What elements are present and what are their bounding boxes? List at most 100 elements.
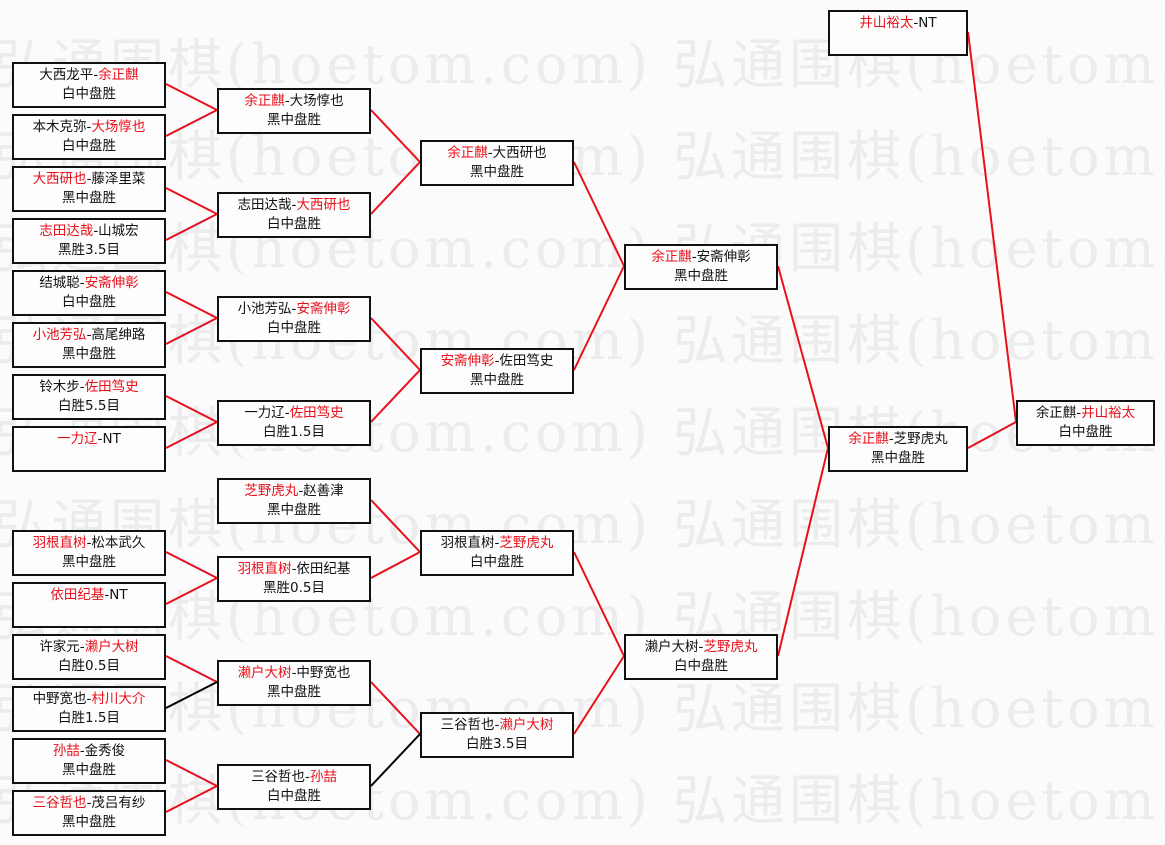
match-box: 羽根直树-芝野虎丸白中盘胜 bbox=[420, 530, 574, 576]
connector bbox=[370, 369, 421, 423]
match-result: 黑中盘胜 bbox=[267, 502, 321, 518]
winner-name: 井山裕太 bbox=[859, 15, 914, 31]
match-result: 白中盘胜 bbox=[267, 320, 321, 336]
watermark-text: 弘通围棋(hoetom.com) 弘通围棋(hoetom.com) bbox=[0, 769, 1165, 832]
connector bbox=[165, 759, 218, 787]
match-box: 余正麒-大西研也黑中盘胜 bbox=[420, 140, 574, 186]
winner-name: 一力辽 bbox=[57, 431, 98, 447]
winner-name: 濑户大树 bbox=[237, 665, 292, 681]
connector bbox=[967, 31, 1017, 423]
winner-name: 芝野虎丸 bbox=[499, 535, 554, 551]
player-name: 结城聪- bbox=[39, 275, 85, 291]
connector bbox=[165, 655, 218, 683]
match-box: 三谷哲也-濑户大树白胜3.5目 bbox=[420, 712, 574, 758]
match-result: 黑中盘胜 bbox=[62, 190, 116, 206]
match-result: 白胜3.5目 bbox=[466, 736, 528, 752]
match-players: 铃木步-佐田笃史 bbox=[14, 378, 164, 397]
connector bbox=[165, 577, 218, 605]
winner-name: 依田纪基 bbox=[50, 587, 105, 603]
match-result: 白中盘胜 bbox=[267, 788, 321, 804]
match-box: 志田达哉-山城宏黑胜3.5目 bbox=[12, 218, 166, 264]
player-name: 许家元- bbox=[39, 639, 85, 655]
winner-name: 村川大介 bbox=[91, 691, 146, 707]
match-players: 本木克弥-大场惇也 bbox=[14, 118, 164, 137]
match-box: 铃木步-佐田笃史白胜5.5目 bbox=[12, 374, 166, 420]
winner-name: 三谷哲也 bbox=[32, 795, 87, 811]
match-players: 中野宽也-村川大介 bbox=[14, 690, 164, 709]
winner-name: 芝野虎丸 bbox=[244, 483, 299, 499]
winner-name: 余正麒 bbox=[848, 431, 889, 447]
match-players: 芝野虎丸-赵善津 bbox=[219, 482, 369, 501]
match-box: 一力辽-NT bbox=[12, 426, 166, 472]
match-result: 黑中盘胜 bbox=[62, 814, 116, 830]
match-players: 一力辽-NT bbox=[14, 430, 164, 449]
winner-name: 芝野虎丸 bbox=[703, 639, 758, 655]
connector bbox=[165, 785, 218, 813]
connector bbox=[573, 655, 625, 735]
match-box: 余正麒-井山裕太白中盘胜 bbox=[1016, 400, 1155, 446]
match-players: 结城聪-安斋伸彰 bbox=[14, 274, 164, 293]
watermark-text: 弘通围棋(hoetom.com) 弘通围棋(hoetom.com) bbox=[0, 493, 1165, 556]
winner-name: 志田达哉 bbox=[39, 223, 94, 239]
winner-name: 大西研也 bbox=[296, 197, 351, 213]
winner-name: 孙喆 bbox=[309, 769, 337, 785]
match-players: 羽根直树-松本武久 bbox=[14, 534, 164, 553]
match-players: 志田达哉-山城宏 bbox=[14, 222, 164, 241]
match-box: 芝野虎丸-赵善津黑中盘胜 bbox=[217, 478, 371, 524]
match-players: 三谷哲也-茂吕有纱 bbox=[14, 794, 164, 813]
player-name: 小池芳弘- bbox=[237, 301, 297, 317]
winner-name: 安斋伸彰 bbox=[84, 275, 139, 291]
match-box: 羽根直树-松本武久黑中盘胜 bbox=[12, 530, 166, 576]
match-result: 白中盘胜 bbox=[470, 554, 524, 570]
match-players: 安斋伸彰-佐田笃史 bbox=[422, 352, 572, 371]
match-players: 羽根直树-芝野虎丸 bbox=[422, 534, 572, 553]
watermark-text: 弘通围棋(hoetom.com) 弘通围棋(hoetom.com) bbox=[0, 585, 1165, 648]
connector bbox=[777, 265, 829, 449]
match-players: 大西研也-藤泽里菜 bbox=[14, 170, 164, 189]
match-box: 小池芳弘-高尾绅路黑中盘胜 bbox=[12, 322, 166, 368]
match-players: 濑户大树-中野宽也 bbox=[219, 664, 369, 683]
match-result: 白中盘胜 bbox=[62, 294, 116, 310]
match-box: 本木克弥-大场惇也白中盘胜 bbox=[12, 114, 166, 160]
connector bbox=[573, 265, 625, 371]
watermark-text: 弘通围棋(hoetom.com) 弘通围棋(hoetom.com) bbox=[0, 677, 1165, 740]
player-name: 大西龙平- bbox=[39, 67, 99, 83]
connector bbox=[777, 447, 829, 657]
match-result: 黑中盘胜 bbox=[267, 112, 321, 128]
connector bbox=[165, 83, 218, 111]
match-result: 白胜1.5目 bbox=[58, 710, 120, 726]
player-name: -赵善津 bbox=[298, 483, 344, 499]
match-box: 一力辽-佐田笃史白胜1.5目 bbox=[217, 400, 371, 446]
winner-name: 井山裕太 bbox=[1081, 405, 1136, 421]
connector bbox=[165, 551, 218, 579]
watermark-text: 弘通围棋(hoetom.com) 弘通围棋(hoetom.com) bbox=[0, 309, 1165, 372]
match-box: 中野宽也-村川大介白胜1.5目 bbox=[12, 686, 166, 732]
player-name: -NT bbox=[104, 587, 128, 603]
match-result: 黑中盘胜 bbox=[470, 372, 524, 388]
player-name: 濑户大树- bbox=[644, 639, 704, 655]
match-result: 白胜0.5目 bbox=[58, 658, 120, 674]
winner-name: 大西研也 bbox=[32, 171, 87, 187]
winner-name: 余正麒 bbox=[244, 93, 285, 109]
player-name: -佐田笃史 bbox=[494, 353, 554, 369]
match-players: 志田达哉-大西研也 bbox=[219, 196, 369, 215]
match-result: 黑中盘胜 bbox=[470, 164, 524, 180]
match-result: 黑中盘胜 bbox=[62, 554, 116, 570]
match-result: 白胜1.5目 bbox=[263, 424, 325, 440]
connector bbox=[165, 317, 218, 345]
match-result: 白中盘胜 bbox=[674, 658, 728, 674]
match-result: 白中盘胜 bbox=[62, 138, 116, 154]
winner-name: 小池芳弘 bbox=[32, 327, 87, 343]
winner-name: 羽根直树 bbox=[32, 535, 87, 551]
winner-name: 余正麒 bbox=[98, 67, 139, 83]
match-box: 余正麒-大场惇也黑中盘胜 bbox=[217, 88, 371, 134]
player-name: 一力辽- bbox=[244, 405, 290, 421]
player-name: -芝野虎丸 bbox=[888, 431, 948, 447]
match-box: 三谷哲也-孙喆白中盘胜 bbox=[217, 764, 371, 810]
winner-name: 佐田笃史 bbox=[84, 379, 139, 395]
player-name: 本木克弥- bbox=[32, 119, 92, 135]
match-result: 白中盘胜 bbox=[62, 86, 116, 102]
match-players: 井山裕太-NT bbox=[830, 14, 966, 33]
match-result: 白中盘胜 bbox=[1058, 424, 1113, 440]
